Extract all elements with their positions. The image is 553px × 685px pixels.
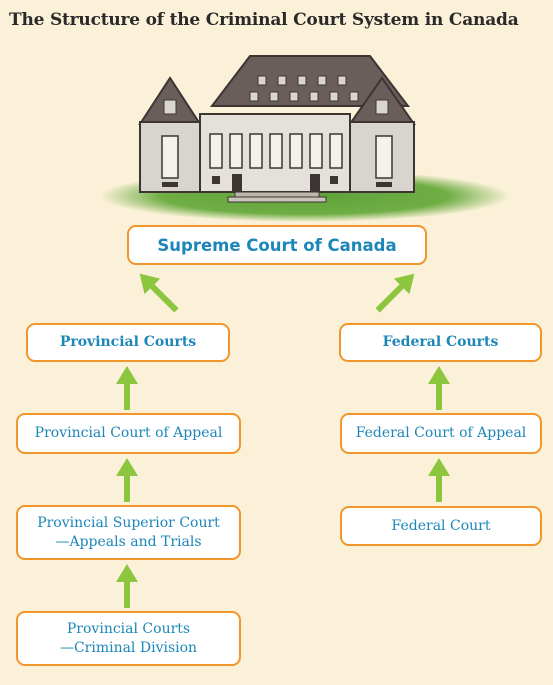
box-federal-court-label: Federal Court [391,517,491,534]
box-federal-court: Federal Court [340,506,542,546]
arrow-provincial-to-supreme [139,273,179,313]
page-title: The Structure of the Criminal Court Syst… [9,10,519,30]
box-provincial-superior-court: Provincial Superior Court —Appeals and T… [16,505,241,560]
box-federal-courts-label: Federal Courts [382,334,499,350]
box-supreme-court: Supreme Court of Canada [127,225,427,265]
arrow-superior-to-appeal [116,458,138,502]
box-supreme-court-label: Supreme Court of Canada [157,235,397,255]
box-provincial-courts-criminal-division: Provincial Courts —Criminal Division [16,611,241,666]
box-provincial-superior-court-line1: Provincial Superior Court [37,514,220,531]
box-federal-court-of-appeal: Federal Court of Appeal [340,413,542,454]
arrow-appeal-to-provincial [116,366,138,410]
box-provincial-criminal-line1: Provincial Courts [66,620,191,637]
box-federal-court-of-appeal-label: Federal Court of Appeal [355,425,527,441]
arrow-federal-court-to-federal-appeal [428,458,450,502]
box-provincial-court-of-appeal-label: Provincial Court of Appeal [34,425,223,441]
box-provincial-criminal-line2: —Criminal Division [59,639,198,656]
box-provincial-court-of-appeal: Provincial Court of Appeal [16,413,241,454]
box-provincial-superior-court-line2: —Appeals and Trials [55,533,202,550]
supreme-court-building-icon [100,55,510,222]
box-provincial-courts: Provincial Courts [26,323,230,362]
arrow-federal-appeal-to-federal-courts [428,366,450,410]
arrow-criminal-to-superior [116,564,138,608]
box-federal-courts: Federal Courts [339,323,542,362]
arrow-federal-to-supreme [375,273,415,313]
box-provincial-courts-label: Provincial Courts [59,334,197,350]
